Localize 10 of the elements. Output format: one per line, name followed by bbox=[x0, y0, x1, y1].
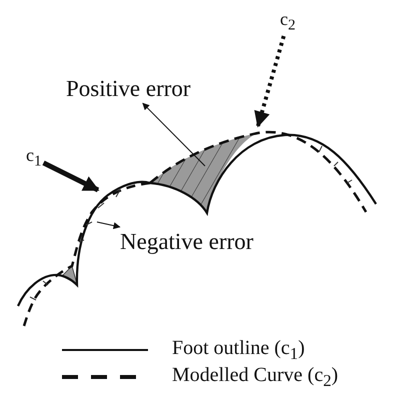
arrow bbox=[96, 222, 121, 230]
curve-label: c$_{1}$ bbox=[26, 146, 42, 170]
arrow bbox=[42, 160, 100, 192]
arrow bbox=[142, 102, 206, 166]
legend-text: Foot outline (c$_{1}$) bbox=[172, 337, 305, 364]
error-label: Negative error bbox=[120, 229, 254, 254]
arrow bbox=[254, 36, 286, 128]
error-label: Positive error bbox=[66, 76, 191, 102]
curve-label: c$_{2}$ bbox=[280, 10, 296, 34]
legend-text: Modelled Curve (c$_{2}$) bbox=[172, 364, 338, 391]
